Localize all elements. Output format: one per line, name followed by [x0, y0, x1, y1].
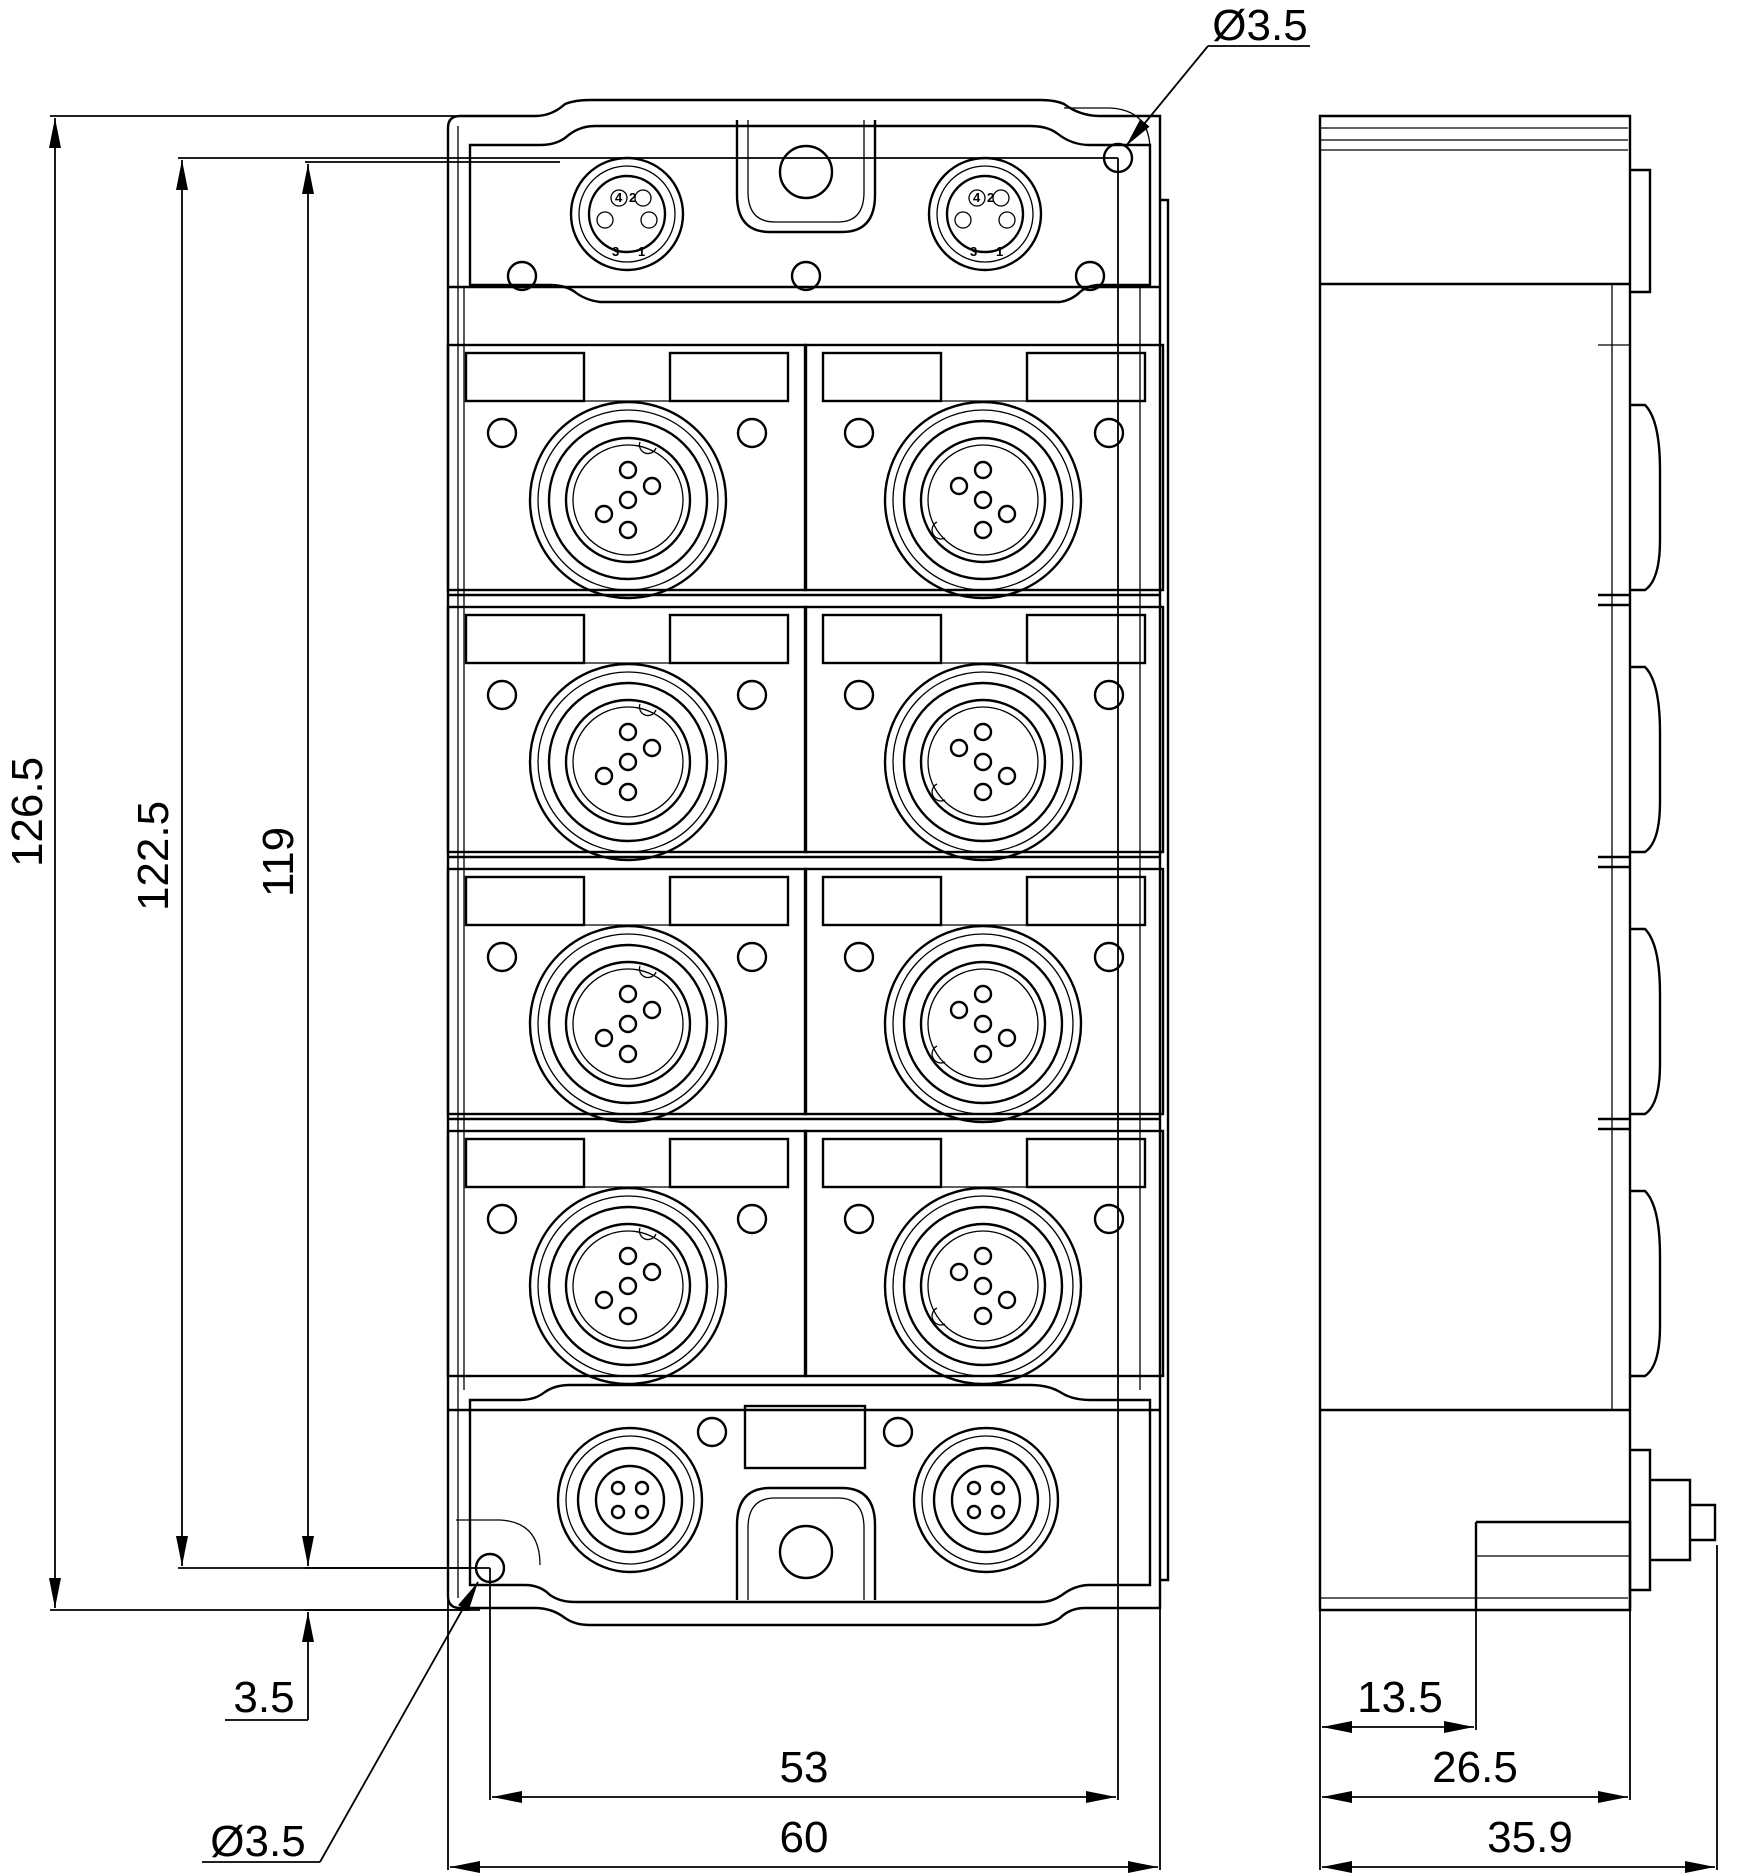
dimension-labels: 126.5 122.5 119 3.5 Ø3.5 Ø3.5 53 60 13.5…	[3, 1, 1573, 1866]
dim-hole-offset: 3.5	[233, 1673, 294, 1722]
front-view: 4 2 3 1 4 2 3 1	[446, 98, 1170, 1627]
pin-label-2: 2	[629, 190, 636, 205]
dim-overall-width: 60	[780, 1813, 829, 1862]
pin-label-4b: 4	[973, 190, 981, 205]
pin-label-3: 3	[612, 244, 619, 259]
housing-outline	[446, 98, 1162, 1627]
top-mount-hole	[778, 144, 834, 200]
dim-hole-spacing-horizontal: 53	[780, 1743, 829, 1792]
dim-side-overall-depth: 35.9	[1487, 1813, 1573, 1862]
side-housing	[1318, 114, 1632, 1612]
bottom-plate	[468, 1383, 1152, 1604]
side-view	[1318, 114, 1717, 1612]
bottom-mount-hole	[778, 1524, 834, 1580]
dimension-lines	[49, 45, 1718, 1873]
dim-hole-diameter-bottom: Ø3.5	[210, 1817, 305, 1866]
dim-overall-height: 126.5	[3, 757, 52, 867]
pin-label-1b: 1	[996, 244, 1003, 259]
dim-inner-height: 119	[254, 827, 303, 897]
dim-side-body-depth: 26.5	[1432, 1743, 1518, 1792]
pin-label-3b: 3	[970, 244, 977, 259]
dim-side-connector-offset: 13.5	[1357, 1673, 1443, 1722]
pin-label-2b: 2	[987, 190, 994, 205]
pin-label-1: 1	[638, 244, 645, 259]
dim-hole-spacing-vertical: 122.5	[129, 801, 178, 911]
top-port-pin-labels: 4 2 3 1 4 2 3 1	[612, 190, 1003, 259]
pin-label-4: 4	[615, 190, 623, 205]
top-plate	[468, 124, 1152, 304]
dim-hole-diameter-top: Ø3.5	[1212, 1, 1307, 50]
